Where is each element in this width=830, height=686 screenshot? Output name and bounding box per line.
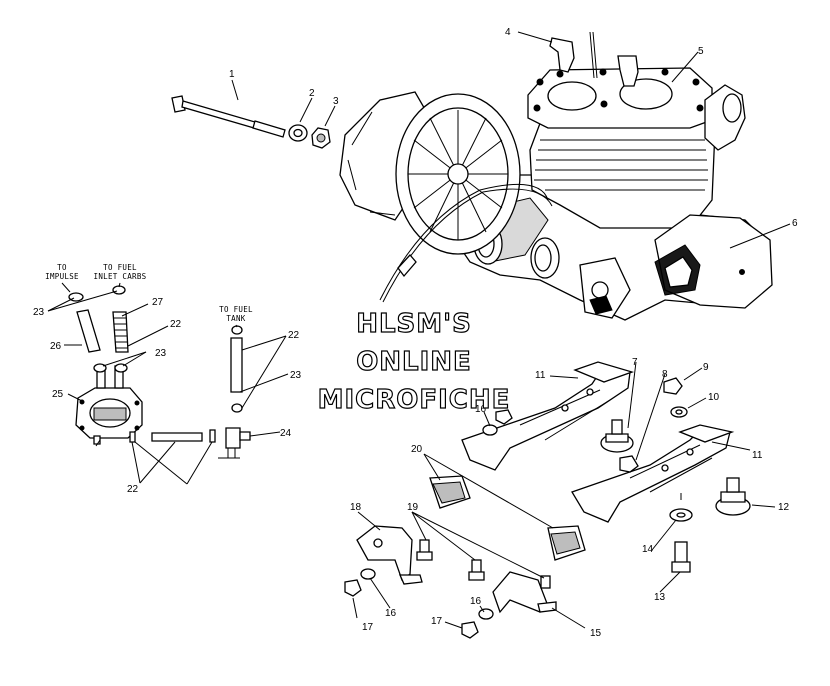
callout-11-upper: 11 bbox=[535, 370, 546, 381]
callout-24: 24 bbox=[280, 428, 292, 439]
note-to-carbs-line-2: INLET CARBS bbox=[94, 272, 147, 281]
bolts-19 bbox=[416, 539, 551, 589]
callout-22-tank: 22 bbox=[288, 330, 300, 341]
callout-16-top: 16 bbox=[475, 404, 487, 415]
throttle-cable bbox=[379, 183, 549, 301]
callout-11-lower: 11 bbox=[752, 450, 763, 461]
clutch-bolt bbox=[171, 95, 286, 138]
callout-9: 9 bbox=[703, 362, 709, 373]
mount-bracket-lower bbox=[571, 424, 735, 523]
callout-22-line: 22 bbox=[127, 484, 139, 495]
callout-25: 25 bbox=[52, 389, 64, 400]
washer-16 bbox=[360, 568, 376, 580]
fuel-pump-assembly bbox=[68, 285, 251, 459]
callout-20: 20 bbox=[411, 444, 423, 455]
watermark-line-3: MICROFICHE bbox=[318, 385, 511, 415]
rubber-mount-12 bbox=[715, 477, 751, 516]
callout-10: 10 bbox=[708, 392, 720, 403]
callout-6: 6 bbox=[792, 218, 798, 229]
callout-2: 2 bbox=[309, 88, 315, 99]
bolt-nut bbox=[311, 127, 331, 149]
bolt-13 bbox=[671, 541, 691, 573]
engine-assembly bbox=[339, 31, 773, 321]
rubber-mount-7 bbox=[600, 419, 634, 453]
callout-16-bottom: 16 bbox=[470, 596, 482, 607]
callout-26: 26 bbox=[50, 341, 62, 352]
callout-17-bottom: 17 bbox=[431, 616, 443, 627]
callout-8: 8 bbox=[662, 369, 668, 380]
callout-23-tank: 23 bbox=[290, 370, 302, 381]
callout-13: 13 bbox=[654, 592, 666, 603]
callout-3: 3 bbox=[333, 96, 339, 107]
note-to-tank-line-2: TANK bbox=[226, 314, 245, 323]
nut-17 bbox=[344, 579, 362, 597]
callout-numbers: 1 2 3 4 5 6 7 8 9 10 11 11 12 13 14 15 1… bbox=[33, 27, 798, 639]
washer bbox=[288, 124, 308, 142]
nut-17b bbox=[461, 621, 479, 639]
callout-12: 12 bbox=[778, 502, 790, 513]
callout-22-pump: 22 bbox=[170, 319, 182, 330]
callout-18: 18 bbox=[350, 502, 362, 513]
callout-19: 19 bbox=[407, 502, 419, 513]
callout-27: 27 bbox=[152, 297, 164, 308]
nut-8 bbox=[619, 455, 639, 473]
nut-9 bbox=[663, 377, 683, 395]
cable-fitting bbox=[397, 254, 417, 278]
callout-23-mid: 23 bbox=[155, 348, 167, 359]
bracket-18 bbox=[356, 525, 423, 585]
callout-16-left: 16 bbox=[385, 608, 397, 619]
watermark-line-1: HLSM'S bbox=[356, 309, 472, 339]
leader-lines bbox=[47, 31, 791, 629]
callout-17-left: 17 bbox=[362, 622, 374, 633]
callout-14: 14 bbox=[642, 544, 654, 555]
callout-15: 15 bbox=[590, 628, 602, 639]
callout-5: 5 bbox=[698, 46, 704, 57]
note-to-impulse-line-1: TO bbox=[57, 263, 67, 272]
routing-notes: TO IMPULSE TO FUEL INLET CARBS TO FUEL T… bbox=[45, 263, 253, 328]
callout-7: 7 bbox=[632, 357, 638, 368]
callout-4: 4 bbox=[505, 27, 511, 38]
callout-1: 1 bbox=[229, 69, 235, 80]
note-to-carbs-line-1: TO FUEL bbox=[103, 263, 137, 272]
note-to-tank-line-1: TO FUEL bbox=[219, 305, 253, 314]
note-to-impulse-line-2: IMPULSE bbox=[45, 272, 79, 281]
watermark-line-2: ONLINE bbox=[356, 347, 472, 377]
watermark: HLSM'S ONLINE MICROFICHE bbox=[317, 308, 511, 415]
washer-16b bbox=[478, 608, 494, 620]
damper-block bbox=[429, 475, 586, 561]
callout-23-top: 23 bbox=[33, 307, 45, 318]
mount-bracket-upper bbox=[461, 361, 635, 471]
